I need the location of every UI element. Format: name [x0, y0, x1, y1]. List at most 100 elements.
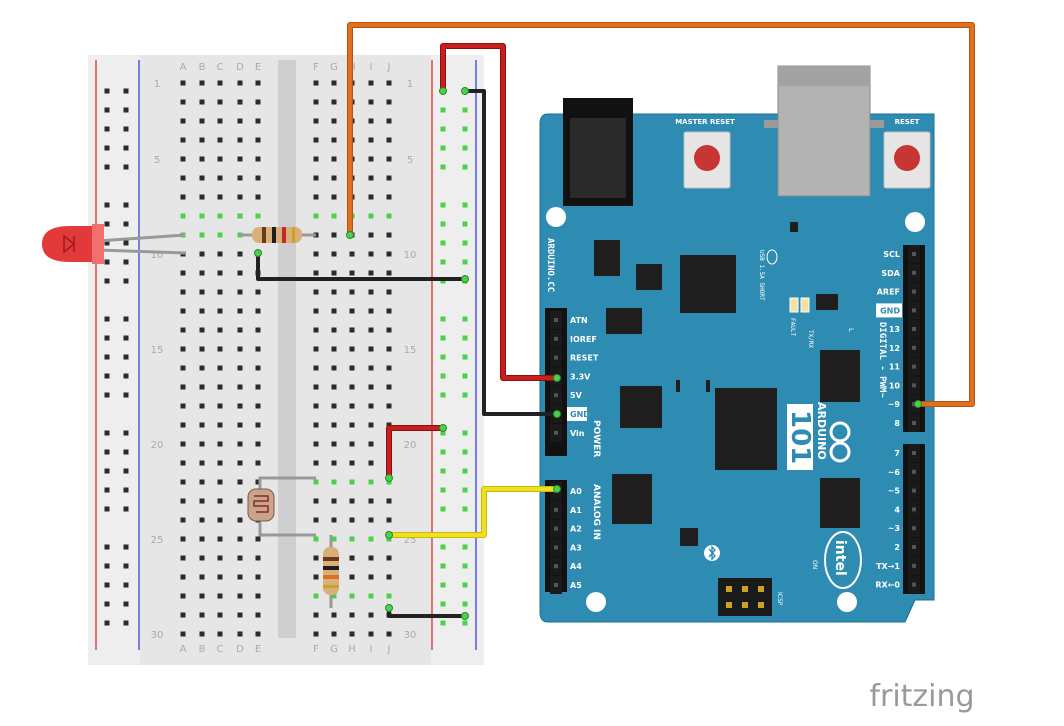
rail-hole	[462, 487, 468, 493]
breadboard-hole	[368, 612, 374, 618]
breadboard-hole	[255, 213, 261, 219]
breadboard-hole	[386, 251, 392, 257]
wire-end-cap	[385, 531, 393, 539]
red-wire-3v3[interactable]	[441, 44, 559, 380]
pin-label: 4	[894, 505, 900, 514]
center-channel	[278, 60, 296, 638]
rail-hole	[440, 620, 446, 626]
breadboard-hole	[331, 346, 337, 352]
yellow-wire-a0[interactable]	[387, 487, 559, 537]
master-reset-button-cap[interactable]	[694, 145, 720, 171]
breadboard-hole	[180, 460, 186, 466]
pin-label: Vin	[570, 429, 585, 438]
rail-hole	[123, 107, 129, 113]
breadboard-hole	[313, 99, 319, 105]
wire-end-cap	[385, 604, 393, 612]
pin-label: ~6	[888, 468, 901, 477]
reset-button-cap[interactable]	[894, 145, 920, 171]
analog-section-label: ANALOG IN	[591, 484, 601, 540]
column-label: G	[330, 644, 338, 655]
breadboard-hole	[313, 631, 319, 637]
rail-hole	[123, 145, 129, 151]
pin-label: ~3	[888, 524, 900, 533]
pin-label: A4	[570, 562, 582, 571]
breadboard-hole	[368, 194, 374, 200]
black-wire-led[interactable]	[256, 251, 467, 281]
pin-label: AREF	[877, 288, 900, 297]
rail-hole	[104, 601, 110, 607]
breadboard-hole	[180, 517, 186, 523]
breadboard-hole	[331, 517, 337, 523]
breadboard-hole	[199, 593, 205, 599]
photoresistor-lead	[258, 522, 316, 537]
pin-label: RX←0	[875, 581, 900, 590]
breadboard-hole	[199, 327, 205, 333]
breadboard-hole	[217, 574, 223, 580]
on-label: ON	[811, 560, 818, 569]
red-wire-sensor[interactable]	[387, 426, 445, 480]
pin-label: A3	[570, 543, 582, 552]
breadboard-hole	[331, 384, 337, 390]
breadboard-hole	[217, 441, 223, 447]
orange-wire[interactable]	[348, 23, 974, 406]
breadboard-hole	[217, 479, 223, 485]
rail-hole	[104, 278, 110, 284]
column-label: G	[330, 62, 338, 73]
breadboard-hole	[217, 555, 223, 561]
breadboard-hole	[368, 137, 374, 143]
master-reset-label: MASTER RESET	[675, 118, 735, 126]
pin-label: ~9	[888, 400, 901, 409]
wire-end-cap	[461, 275, 469, 283]
photoresistor	[247, 476, 316, 537]
breadboard-hole	[199, 631, 205, 637]
breadboard-hole	[199, 536, 205, 542]
icsp-label: ICSP	[776, 592, 783, 606]
breadboard-hole	[217, 384, 223, 390]
breadboard-hole	[180, 593, 186, 599]
rail-hole	[104, 354, 110, 360]
breadboard-hole	[255, 175, 261, 181]
breadboard-hole	[331, 232, 337, 238]
rail-hole	[462, 259, 468, 265]
pin-label: ATN	[570, 316, 588, 325]
header-pin	[912, 289, 916, 294]
rail-hole	[462, 202, 468, 208]
digital-low-header	[903, 444, 925, 594]
breadboard-hole	[313, 118, 319, 124]
model-name: ARDUINO	[815, 402, 828, 460]
breadboard-hole	[237, 460, 243, 466]
wire-end-cap	[553, 485, 561, 493]
breadboard-hole	[386, 175, 392, 181]
rail-hole	[123, 164, 129, 170]
breadboard-hole	[386, 403, 392, 409]
black-wire-gnd[interactable]	[463, 89, 559, 416]
chip	[594, 240, 620, 276]
row-number: 1	[407, 79, 413, 90]
breadboard-hole	[349, 365, 355, 371]
breadboard-hole	[349, 460, 355, 466]
breadboard-hole	[199, 365, 205, 371]
icsp-pin	[726, 586, 732, 592]
row-number: 30	[151, 630, 164, 641]
breadboard-hole	[368, 555, 374, 561]
breadboard-hole	[217, 517, 223, 523]
breadboard-hole	[217, 137, 223, 143]
breadboard-hole	[180, 422, 186, 428]
rail-hole	[104, 487, 110, 493]
breadboard-hole	[331, 194, 337, 200]
breadboard-hole	[331, 327, 337, 333]
status-led	[800, 297, 810, 313]
breadboard-hole	[199, 555, 205, 561]
breadboard-hole	[386, 156, 392, 162]
row-number: 10	[151, 250, 164, 261]
rail-hole	[440, 240, 446, 246]
breadboard-hole	[217, 536, 223, 542]
column-label: C	[217, 644, 224, 655]
breadboard-hole	[349, 384, 355, 390]
chip	[636, 264, 662, 290]
breadboard-hole	[368, 593, 374, 599]
pin-label: A1	[570, 506, 582, 515]
breadboard-hole	[255, 479, 261, 485]
